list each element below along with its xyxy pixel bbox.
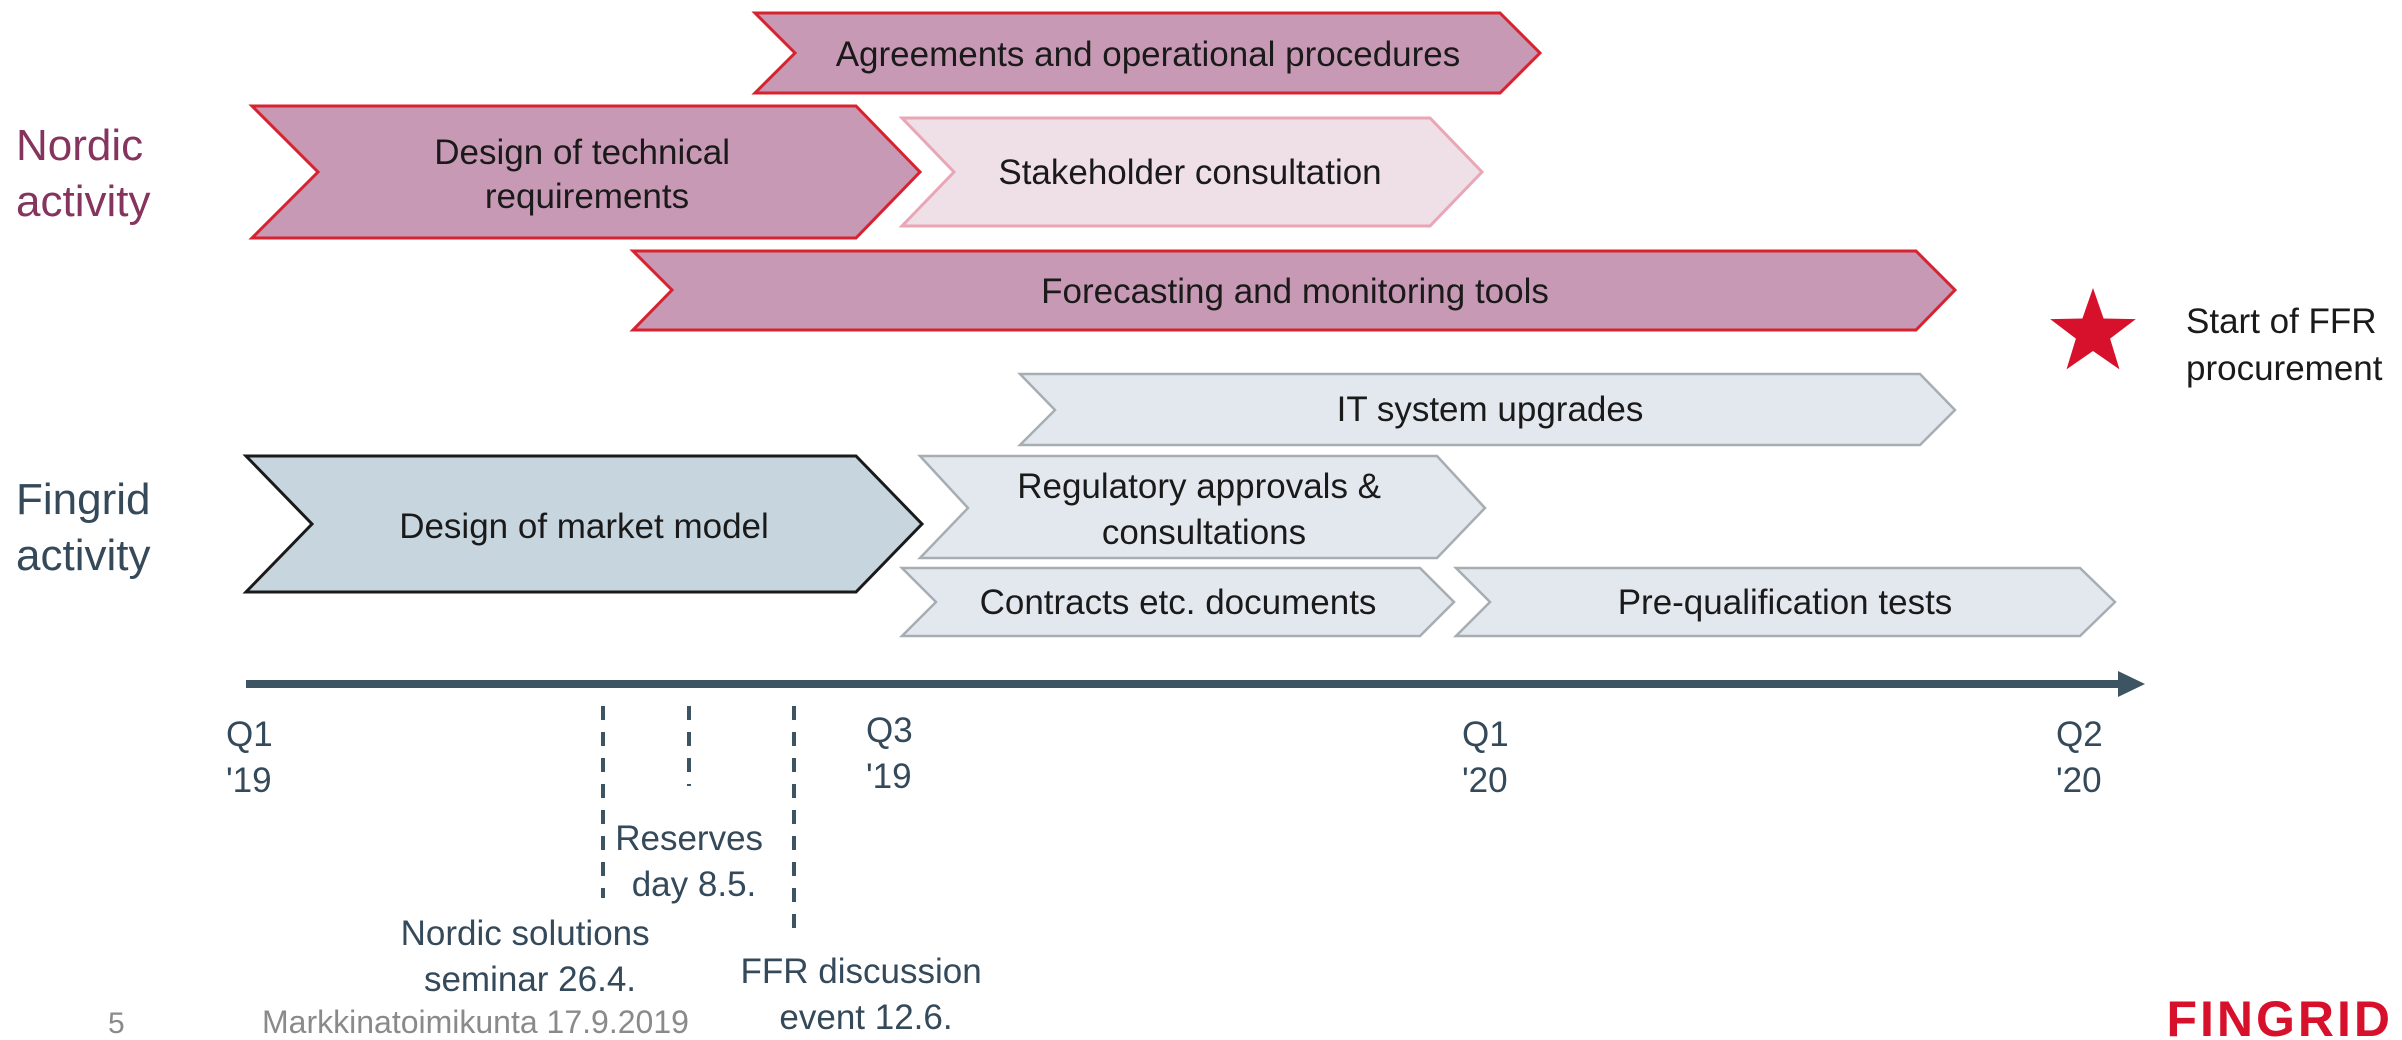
fingrid-logo: FINGRID: [2166, 991, 2393, 1040]
svg-text:Regulatory approvals & c: Regulatory approvals & consultations: [1017, 467, 1391, 552]
svg-text:Agreements and operational pro: Agreements and operational procedures: [836, 35, 1461, 74]
timeline-arrowhead-icon: [2118, 671, 2145, 697]
task-design-technical-requirements: Design of technical requirements: [248, 104, 923, 240]
task-contracts-documents: Contracts etc. documents: [898, 566, 1456, 638]
event-label-ffr-discussion: FFR discussion event 12.6.: [741, 952, 992, 1037]
event-label-nordic-seminar: Nordic solutions seminar 26.4.: [401, 914, 660, 999]
svg-text:Forecasting and monitoring too: Forecasting and monitoring tools: [1041, 272, 1549, 311]
milestone-label: Start of FFR procurement: [2186, 302, 2386, 388]
svg-text:Design of technical requ: Design of technical requirements: [434, 133, 739, 216]
svg-text:IT system upgrades: IT system upgrades: [1337, 390, 1644, 429]
svg-text:Pre-qualification tests: Pre-qualification tests: [1618, 583, 1953, 622]
task-stakeholder-consultation: Stakeholder consultation: [898, 116, 1485, 228]
fingrid-row-label: Fingrid activity: [16, 475, 163, 580]
footer-meeting-label: Markkinatoimikunta 17.9.2019: [262, 1004, 689, 1040]
nordic-row-label: Nordic activity: [16, 121, 155, 226]
svg-text:Stakeholder consultation: Stakeholder consultation: [998, 153, 1381, 192]
task-forecasting-monitoring-tools: Forecasting and monitoring tools: [629, 249, 1958, 332]
svg-text:Contracts etc. documents: Contracts etc. documents: [980, 583, 1377, 622]
task-design-market-model: Design of market model: [242, 454, 925, 594]
task-pre-qualification-tests: Pre-qualification tests: [1452, 566, 2117, 638]
task-agreements: Agreements and operational procedures: [751, 11, 1543, 95]
task-it-system-upgrades: IT system upgrades: [1016, 372, 1957, 447]
tick-q1-20: Q1 '20: [1462, 715, 1518, 800]
tick-q1-19: Q1 '19: [226, 715, 282, 800]
event-label-reserves-day: Reserves day 8.5.: [615, 819, 773, 904]
page-number: 5: [108, 1007, 125, 1040]
tick-q3-19: Q3 '19: [866, 711, 922, 796]
task-regulatory-approvals: Regulatory approvals & consultations: [917, 454, 1487, 560]
svg-text:Design of market model: Design of market model: [399, 507, 769, 546]
tick-q2-20: Q2 '20: [2056, 715, 2112, 800]
star-icon: [2050, 288, 2136, 370]
